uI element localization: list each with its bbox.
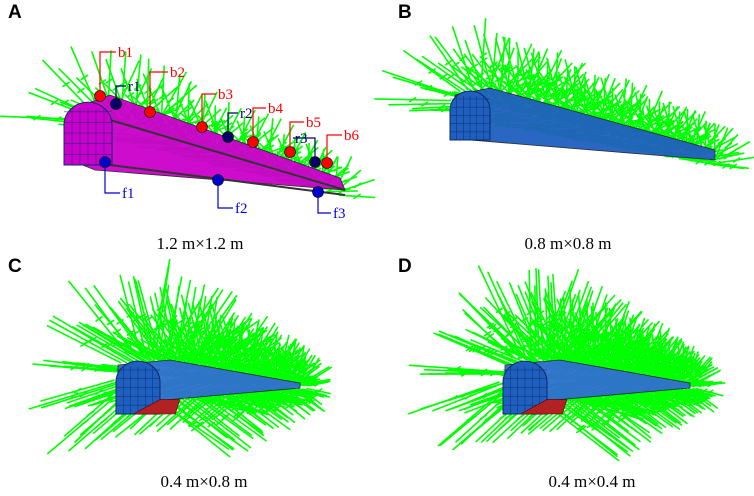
- marker-label: f3: [333, 206, 346, 222]
- monitor-point: [212, 174, 224, 186]
- tunnel-portal: [502, 360, 568, 415]
- panel-letter-b: B: [398, 2, 412, 23]
- panel-a-model: [0, 46, 376, 200]
- caption-b: 0.8 m×0.8 m: [524, 234, 612, 253]
- monitor-point: [94, 90, 106, 102]
- panel-a-markers: b1 b2 b3 b4 b5 b6 r1 r2 r3 f1 f2 f3: [94, 45, 360, 222]
- panel-letter-a: A: [8, 2, 22, 23]
- marker-label: b6: [344, 128, 360, 144]
- caption-d: 0.4 m×0.4 m: [548, 472, 636, 491]
- panel-letter-d: D: [398, 256, 412, 277]
- leader-line: [115, 85, 126, 104]
- face-mesh: [64, 108, 112, 165]
- marker-label: b4: [268, 101, 284, 117]
- marker-b4: b4: [247, 101, 284, 148]
- monitor-point: [144, 106, 156, 118]
- marker-b6: b6: [321, 128, 360, 169]
- marker-label: b3: [218, 87, 233, 103]
- tunnel-portal: [115, 360, 181, 415]
- monitor-point: [247, 136, 259, 148]
- marker-label: b2: [170, 65, 185, 81]
- tunnel-floor: [133, 399, 181, 415]
- marker-label: r1: [128, 79, 141, 95]
- marker-r3: r3: [293, 131, 321, 168]
- caption-a: 1.2 m×1.2 m: [156, 234, 244, 253]
- marker-label: r2: [240, 106, 253, 122]
- marker-b1: b1: [94, 45, 133, 102]
- panel-letter-c: C: [8, 256, 22, 277]
- tunnel-portal: [449, 90, 491, 141]
- leader-line: [201, 93, 216, 127]
- leader-line: [293, 137, 316, 162]
- monitor-point: [309, 156, 321, 168]
- marker-r1: r1: [110, 79, 141, 110]
- leader-line: [217, 180, 233, 209]
- leader-line: [149, 71, 168, 112]
- leader-line: [326, 134, 342, 163]
- tunnel-crown-line: [109, 119, 346, 191]
- monitor-point: [312, 186, 324, 198]
- marker-r2: r2: [222, 106, 253, 143]
- leader-line: [317, 192, 331, 214]
- monitor-point: [99, 156, 111, 168]
- monitor-point: [196, 121, 208, 133]
- panel-c-model: [28, 258, 333, 458]
- marker-f3: f3: [312, 186, 346, 222]
- caption-c: 0.4 m×0.8 m: [160, 472, 248, 491]
- marker-b3: b3: [196, 87, 233, 133]
- marker-f2: f2: [212, 174, 248, 217]
- marker-label: b1: [118, 45, 133, 61]
- marker-b2: b2: [144, 65, 185, 118]
- tunnel-portal: [63, 101, 113, 166]
- marker-label: r3: [295, 131, 308, 147]
- tunnel-floor: [520, 399, 568, 415]
- face-mesh: [450, 96, 490, 140]
- leader-line: [252, 107, 266, 142]
- monitor-point: [222, 131, 234, 143]
- marker-label: b5: [306, 115, 321, 131]
- marker-label: f2: [235, 201, 248, 217]
- panel-d-model: [407, 265, 726, 462]
- bolt-lines: [28, 258, 333, 458]
- panel-b-model: [374, 17, 754, 170]
- marker-label: f1: [122, 186, 135, 202]
- marker-b5: b5: [284, 115, 321, 158]
- leader-line: [99, 51, 116, 96]
- monitor-point: [284, 146, 296, 158]
- monitor-point: [110, 98, 122, 110]
- leader-line: [289, 121, 304, 152]
- monitor-point: [321, 157, 333, 169]
- tunnel-floor-line: [109, 164, 346, 196]
- leader-line: [227, 112, 238, 137]
- marker-f1: f1: [99, 156, 135, 202]
- leader-line: [104, 162, 120, 194]
